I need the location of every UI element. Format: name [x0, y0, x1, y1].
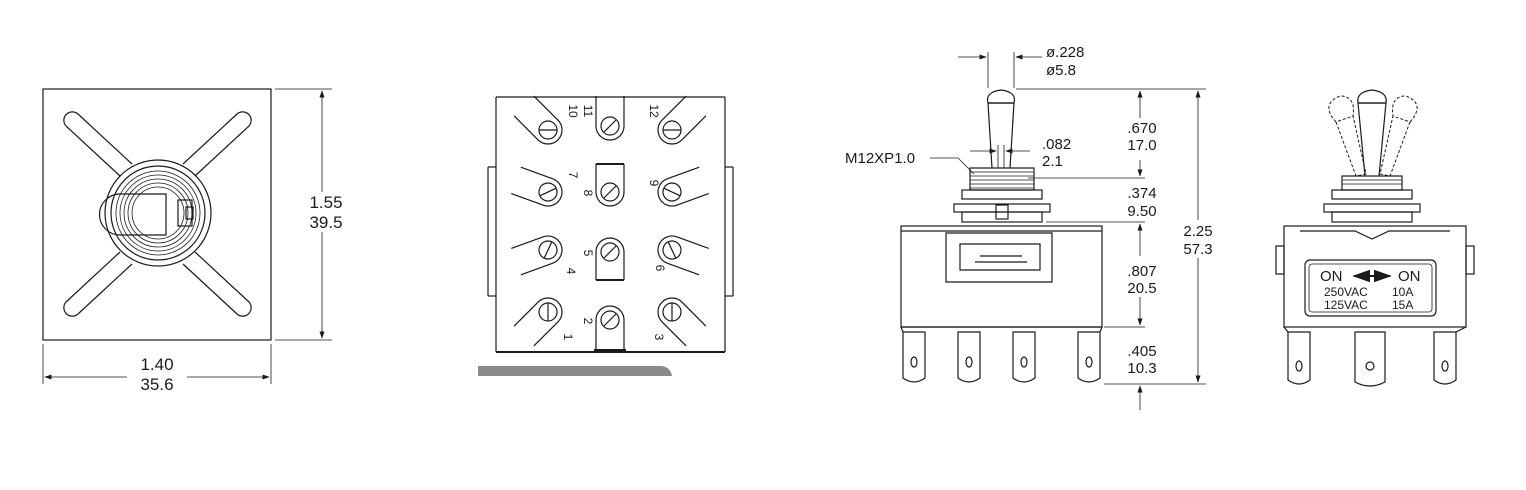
rating-label-box — [1304, 259, 1437, 317]
end-view: ON ON 250VAC 10A 125VAC 15A — [1275, 89, 1475, 387]
front-view: 1.55 39.5 1.40 35.6 — [42, 88, 350, 395]
terminal-6 — [657, 235, 709, 276]
terminal-12 — [657, 95, 707, 145]
terminal-11 — [595, 96, 625, 141]
terminal-2 — [594, 305, 626, 351]
front-legs — [63, 111, 252, 317]
thread-leader — [930, 157, 975, 175]
width-mm: 35.6 — [140, 375, 173, 394]
rating-current-1: 10A — [1392, 285, 1413, 299]
lever-diameter-inches: ø.228 — [1046, 44, 1084, 61]
terminal-1 — [513, 297, 563, 347]
terminal-grid — [511, 95, 709, 351]
lever-diameter-mm: ø5.8 — [1046, 62, 1076, 79]
body-height-mm: 20.5 — [1127, 280, 1156, 297]
overall-height-inches: 2.25 — [1183, 223, 1212, 240]
terminal-9 — [657, 166, 709, 207]
height-mm: 39.5 — [309, 213, 342, 232]
on-label-left: ON — [1320, 268, 1343, 285]
terminal-number: 10 — [566, 104, 580, 118]
terminal-number: 11 — [581, 105, 595, 118]
side-view: ø.228 ø5.8 M12XP1.0 .082 2.1 .670 17.0 .… — [845, 44, 1220, 410]
flat-width-mm: 2.1 — [1042, 153, 1063, 170]
terminal-3 — [657, 297, 707, 347]
rear-view: 10 11 12 7 8 9 4 5 6 1 2 3 — [478, 95, 734, 376]
side-tabs — [900, 326, 1103, 383]
terminal-4 — [511, 235, 563, 276]
terminal-number: 5 — [581, 250, 595, 257]
terminal-number: 7 — [566, 172, 580, 179]
overall-height-mm: 57.3 — [1183, 241, 1212, 258]
terminal-number: 9 — [647, 180, 661, 187]
end-lever-positions — [1328, 89, 1418, 177]
terminal-number: 12 — [647, 104, 661, 118]
height-inches: 1.55 — [309, 193, 342, 212]
rating-voltage-1: 250VAC — [1324, 285, 1368, 299]
lever-length-inches: .670 — [1127, 120, 1156, 137]
front-lever-tip — [98, 193, 167, 236]
on-label-right: ON — [1398, 268, 1421, 285]
terminal-number: 2 — [581, 318, 595, 325]
end-body: ON ON 250VAC 10A 125VAC 15A — [1275, 225, 1475, 328]
bushing-height-inches: .374 — [1127, 185, 1156, 202]
rear-mounting-rail — [478, 366, 672, 376]
terminal-number: 4 — [564, 268, 578, 275]
terminal-number: 3 — [652, 334, 666, 341]
rating-current-2: 15A — [1392, 298, 1413, 312]
terminal-7 — [511, 166, 563, 207]
side-body — [900, 225, 1103, 328]
terminal-numbers: 10 11 12 7 8 9 4 5 6 1 2 3 — [561, 104, 667, 340]
terminal-5 — [595, 237, 625, 281]
terminal-number: 6 — [653, 265, 667, 272]
terminal-10 — [513, 95, 563, 145]
bushing-height-mm: 9.50 — [1127, 203, 1156, 220]
lever-length-mm: 17.0 — [1127, 137, 1156, 154]
terminal-number: 8 — [581, 190, 595, 197]
side-bushing — [953, 167, 1051, 223]
end-tabs — [1283, 326, 1467, 387]
rating-voltage-2: 125VAC — [1324, 298, 1368, 312]
flat-width-inches: .082 — [1042, 136, 1071, 153]
end-bushing — [1323, 175, 1421, 223]
side-lever — [986, 89, 1016, 169]
body-height-inches: .807 — [1127, 263, 1156, 280]
tab-length-mm: 10.3 — [1127, 360, 1156, 377]
front-plate-outline — [42, 88, 272, 341]
front-bushing — [104, 159, 212, 267]
terminal-8 — [595, 163, 625, 207]
thread-spec-label: M12XP1.0 — [845, 150, 915, 167]
tab-length-inches: .405 — [1127, 343, 1156, 360]
terminal-number: 1 — [561, 334, 575, 341]
width-inches: 1.40 — [140, 355, 173, 374]
